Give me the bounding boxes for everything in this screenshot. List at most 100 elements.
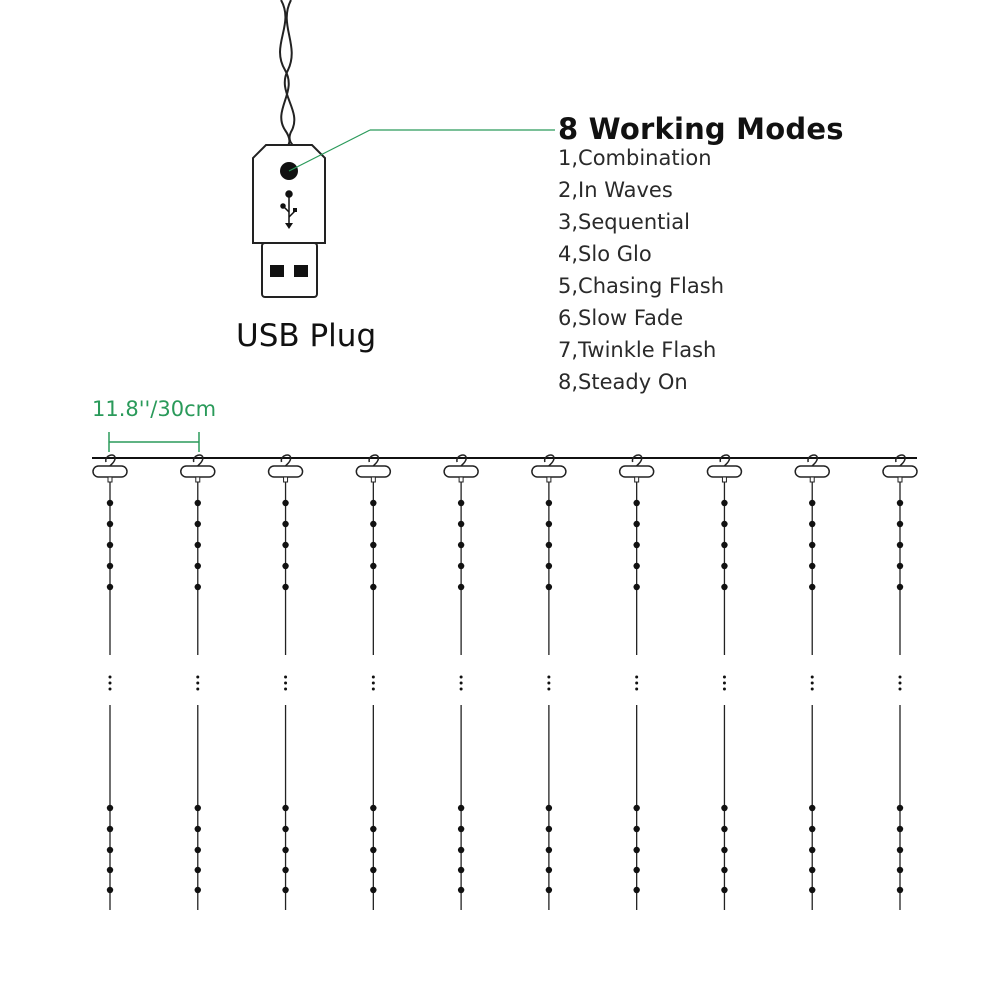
led-bulb [896,583,904,591]
led-bulb [106,541,114,549]
led-bulb [633,562,640,570]
clip-stem [721,476,727,483]
led-bulb [282,520,289,528]
continuation-dot [898,687,902,691]
light-strand [618,454,655,910]
light-strand [531,454,567,910]
continuation-dot [898,681,902,685]
led-bulb [896,866,904,874]
modes-title: 8 Working Modes [558,112,844,146]
light-strand [92,454,128,910]
clip-stem [283,476,289,483]
continuation-dot [108,687,112,691]
led-bulb [896,541,904,549]
continuation-dot [196,681,200,685]
led-bulb [282,846,289,854]
clip-stem [634,476,640,483]
led-bulb [194,583,201,591]
led-bulb [633,886,640,894]
mode-item: 1,Combination [558,146,712,170]
led-bulb [106,825,114,833]
led-bulb [370,804,377,812]
hanger-clip-icon [267,465,304,478]
led-bulb [896,499,904,507]
hanger-clip-icon [618,465,655,478]
clip-stem [195,476,201,483]
hanger-clip-icon [531,465,567,478]
led-bulb [633,825,640,833]
led-bulb [194,804,201,812]
led-bulb [457,562,465,570]
continuation-dot [722,675,726,679]
led-bulb [106,583,114,591]
led-bulb [457,825,465,833]
led-bulb [282,499,289,507]
led-bulb [896,886,904,894]
continuation-dot [810,675,814,679]
led-bulb [545,499,553,507]
hanger-clip-icon [92,465,128,478]
led-bulb [896,520,904,528]
led-bulb [545,886,553,894]
continuation-dot [371,681,375,685]
spacing-dimension [108,432,200,452]
clip-stem [370,476,376,483]
mode-item: 5,Chasing Flash [558,274,725,298]
continuation-dot [371,687,375,691]
continuation-dot [459,675,463,679]
continuation-dot [459,687,463,691]
led-bulb [809,520,816,528]
led-bulb [809,541,816,549]
led-bulb [809,499,816,507]
led-bulb [194,499,201,507]
continuation-dot [196,687,200,691]
led-bulb [106,866,114,874]
led-bulb [809,866,816,874]
continuation-dot [635,681,639,685]
led-bulb [809,886,816,894]
led-bulb [633,804,640,812]
led-bulb [370,562,377,570]
led-bulb [457,499,465,507]
continuation-dot [284,681,288,685]
continuation-dot [635,687,639,691]
led-bulb [809,846,816,854]
led-bulb [545,520,553,528]
led-bulb [633,499,640,507]
mode-item: 3,Sequential [558,210,690,234]
hanger-clip-icon [180,465,216,478]
clip-stem [809,476,815,483]
clip-stem [458,476,464,483]
continuation-dot [547,687,551,691]
led-bulb [282,866,289,874]
clip-stem [897,476,903,483]
continuation-dot [284,675,288,679]
clip-stem [107,476,113,483]
light-strand [882,454,918,910]
led-bulb [721,846,728,854]
mode-item: 6,Slow Fade [558,306,684,330]
led-bulb [106,499,114,507]
usb-plug-label: USB Plug [236,318,377,354]
continuation-dot [196,675,200,679]
modes-list: 1,Combination 2,In Waves 3,Sequential 4,… [558,145,724,401]
continuation-dot [547,675,551,679]
continuation-dot [371,675,375,679]
led-bulb [721,499,728,507]
led-bulb [896,825,904,833]
led-bulb [370,520,377,528]
led-bulb [370,846,377,854]
led-bulb [896,804,904,812]
hanger-clip-icon [706,465,743,478]
led-bulb [721,562,728,570]
led-bulb [194,541,201,549]
led-bulb [809,804,816,812]
led-bulb [721,541,728,549]
led-bulb [809,562,816,570]
continuation-dot [810,681,814,685]
led-bulb [809,825,816,833]
mode-item: 4,Slo Glo [558,242,652,266]
light-strand [267,454,304,910]
mode-item: 8,Steady On [558,370,688,394]
